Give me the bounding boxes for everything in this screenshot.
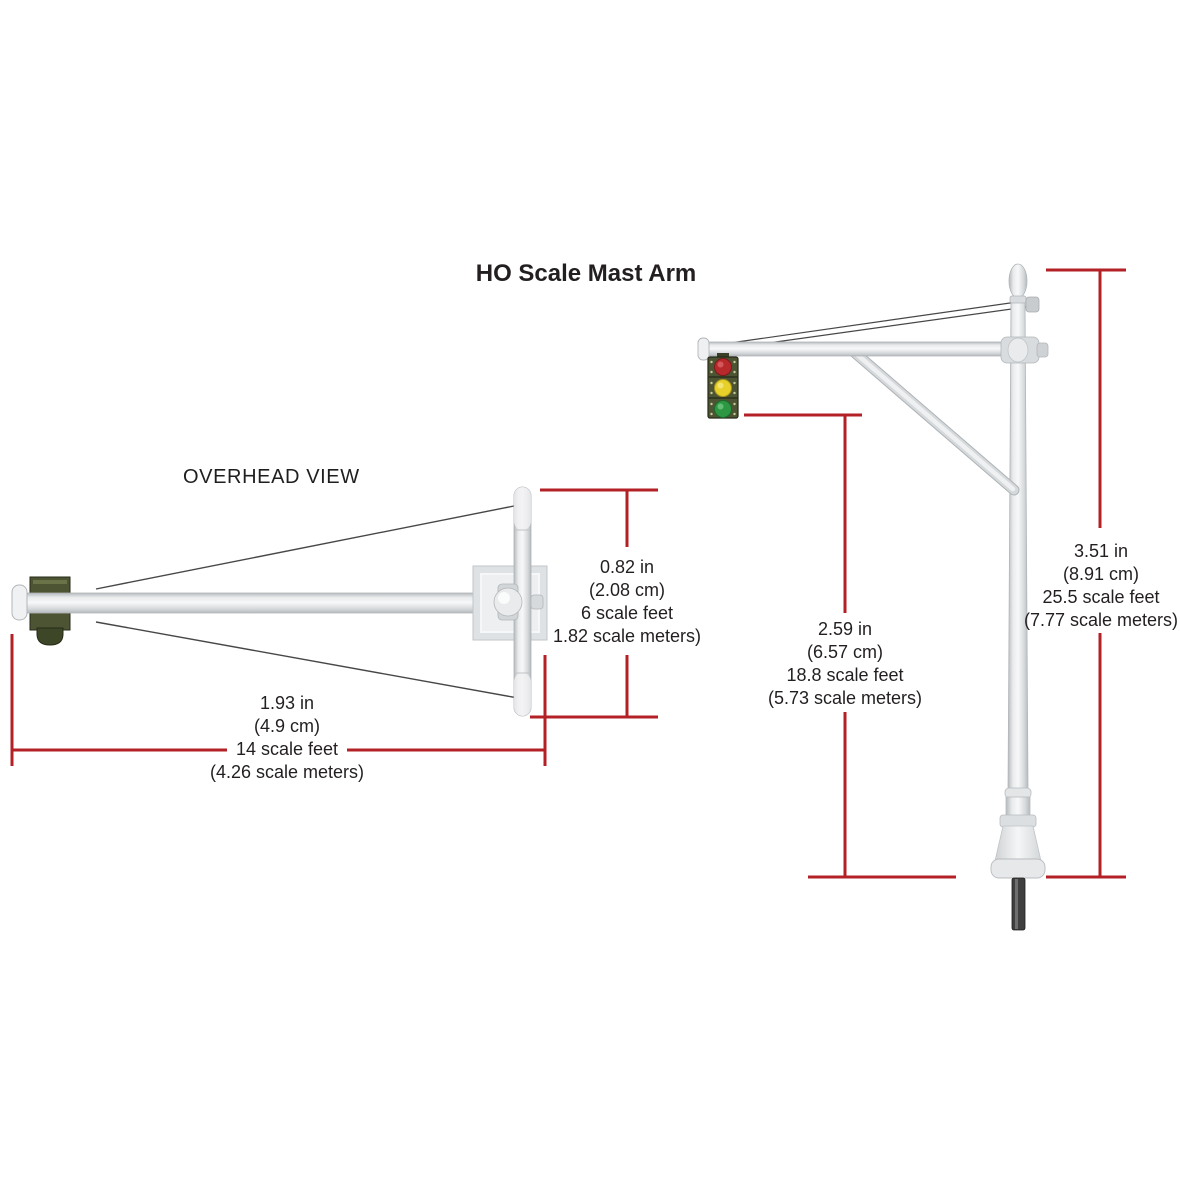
dimension-label-crossarm: 0.82 in (2.08 cm) 6 scale feet 1.82 scal…: [527, 556, 727, 648]
signal-hanger: [717, 353, 729, 359]
pole-base: [990, 787, 1046, 879]
signal-light-green: [714, 400, 732, 418]
overhead-joint-stub: [530, 594, 544, 610]
overhead-center-joint: [493, 583, 544, 621]
signal-light-red: [714, 358, 732, 376]
dim-line-text: 1.82 scale meters): [552, 626, 702, 646]
dim-line-text: 1.93 in: [259, 693, 315, 713]
arm-pole-collar: [1000, 336, 1049, 364]
mounting-pin: [1011, 877, 1026, 931]
dim-line-text: (4.26 scale meters): [209, 762, 365, 782]
dim-line-text: 14 scale feet: [235, 739, 339, 759]
dim-line-text: 6 scale feet: [580, 603, 674, 623]
dim-line-text: (6.57 cm): [806, 642, 884, 662]
dim-line-text: 18.8 scale feet: [786, 665, 904, 685]
pole-finial: [1008, 263, 1028, 304]
signal-light-yellow: [714, 379, 732, 397]
signal-rivets: [710, 360, 736, 416]
arm-brace: [848, 346, 1020, 496]
overhead-view: [11, 486, 548, 717]
dim-line-text: (7.77 scale meters): [1023, 610, 1179, 630]
overhead-view-label: OVERHEAD VIEW: [183, 466, 360, 488]
dim-line-text: (5.73 scale meters): [767, 688, 923, 708]
dim-line-text: 0.82 in: [599, 557, 655, 577]
dim-line-text: 3.51 in: [1073, 541, 1129, 561]
overhead-guy-wire-bottom: [95, 621, 519, 699]
dim-line-text: 25.5 scale feet: [1042, 587, 1160, 607]
guy-wire-bracket: [1025, 296, 1040, 313]
dim-line-text: (8.91 cm): [1062, 564, 1140, 584]
traffic-signal: [707, 353, 739, 419]
dimension-lines: [10, 268, 1126, 879]
dimension-label-overall-height: 3.51 in (8.91 cm) 25.5 scale feet (7.77 …: [1001, 540, 1180, 632]
dimension-label-signal-height: 2.59 in (6.57 cm) 18.8 scale feet (5.73 …: [745, 618, 945, 710]
overhead-arm-tube: [21, 592, 501, 614]
overhead-guy-wire-top: [95, 504, 520, 590]
dim-line-text: (4.9 cm): [253, 716, 320, 736]
green-light-highlight: [717, 403, 724, 410]
overhead-crossarm: [513, 486, 532, 717]
dim-line-text: 2.59 in: [817, 619, 873, 639]
side-arm-tube: [701, 341, 1015, 357]
side-guy-wire-1: [708, 299, 1032, 347]
yellow-light-highlight: [717, 382, 724, 389]
side-arm-end-cap: [697, 337, 710, 361]
dimension-label-arm-length: 1.93 in (4.9 cm) 14 scale feet (4.26 sca…: [172, 692, 402, 784]
side-view: [697, 263, 1049, 931]
overhead-arm-end-cap: [11, 584, 28, 621]
dim-line-text: (2.08 cm): [588, 580, 666, 600]
page-title: HO Scale Mast Arm: [475, 260, 697, 287]
red-light-highlight: [717, 361, 724, 368]
overhead-signal-head: [29, 576, 71, 646]
